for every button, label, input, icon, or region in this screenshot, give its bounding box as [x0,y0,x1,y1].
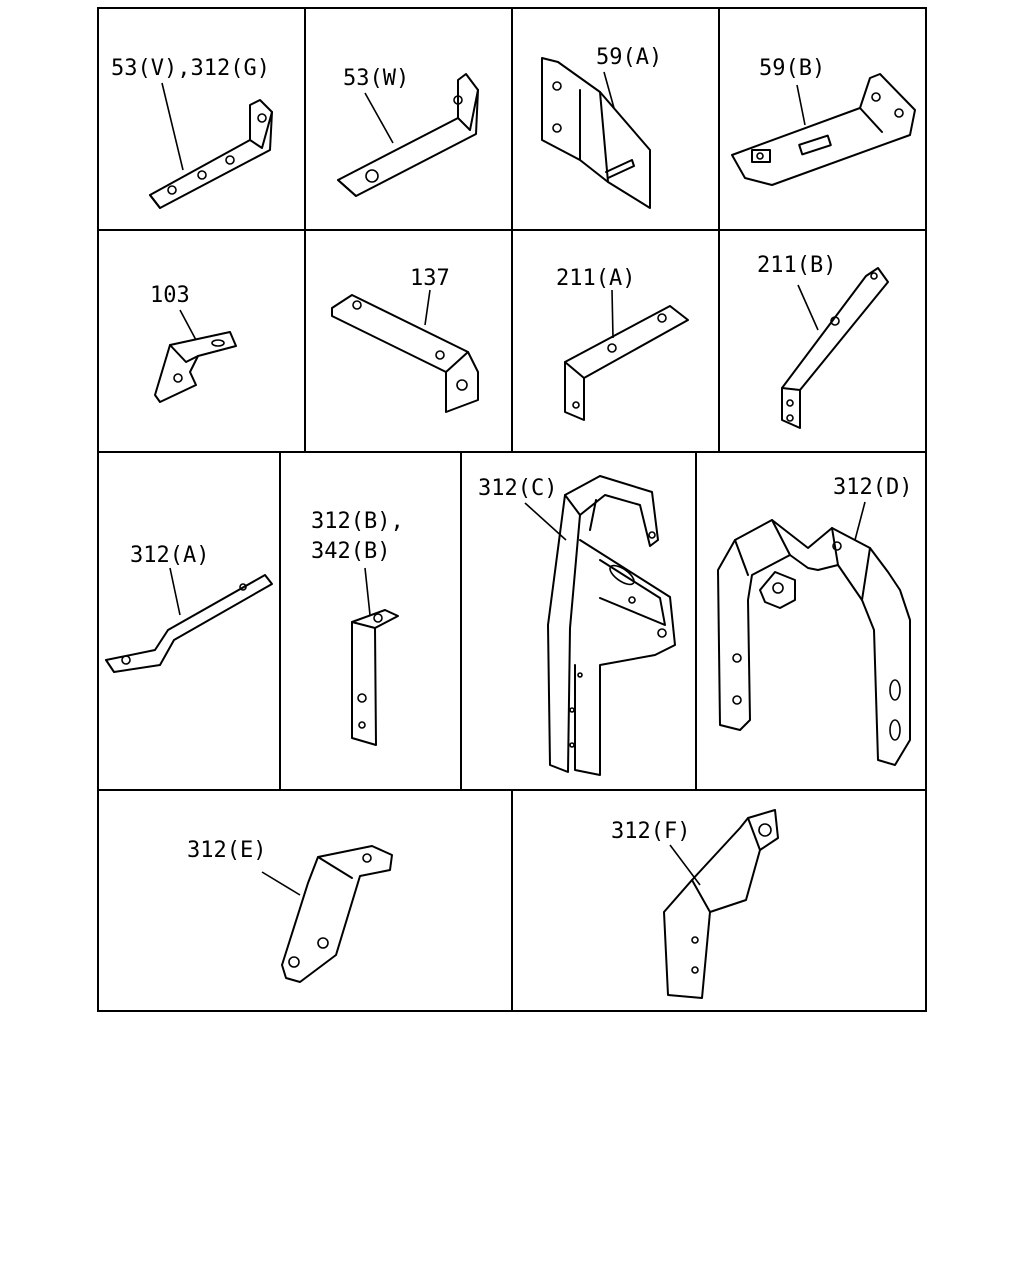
label-211b: 211(B) [757,253,836,278]
label-312b-line1: 312(B), [311,509,404,534]
part-59b: 59(B) [731,56,916,186]
part-53w: 53(W) [337,66,479,197]
parts-grid [97,7,927,1012]
part-312a: 312(A) [105,543,273,673]
label-59a: 59(A) [596,45,662,70]
label-211a: 211(A) [556,266,635,291]
part-312d: 312(D) [717,475,912,766]
label-137: 137 [410,266,450,291]
label-312f: 312(F) [611,819,690,844]
label-312e: 312(E) [187,838,266,863]
part-312e: 312(E) [187,838,393,983]
label-312c: 312(C) [478,476,557,501]
label-312a: 312(A) [130,543,209,568]
part-103: 103 [150,283,237,403]
part-53v-312g: 53(V),312(G) [111,56,273,209]
part-211b: 211(B) [757,253,889,429]
part-312f: 312(F) [611,809,779,999]
part-312c: 312(C) [478,475,676,776]
label-59b: 59(B) [759,56,825,81]
part-137: 137 [331,266,479,413]
label-312b-line2: 342(B) [311,539,390,564]
label-312d: 312(D) [833,475,912,500]
label-103: 103 [150,283,190,308]
label-53v-312g: 53(V),312(G) [111,56,270,81]
part-312b-342b: 312(B), 342(B) [311,509,404,746]
label-53w: 53(W) [343,66,409,91]
part-59a: 59(A) [541,45,662,209]
part-211a: 211(A) [556,266,689,421]
